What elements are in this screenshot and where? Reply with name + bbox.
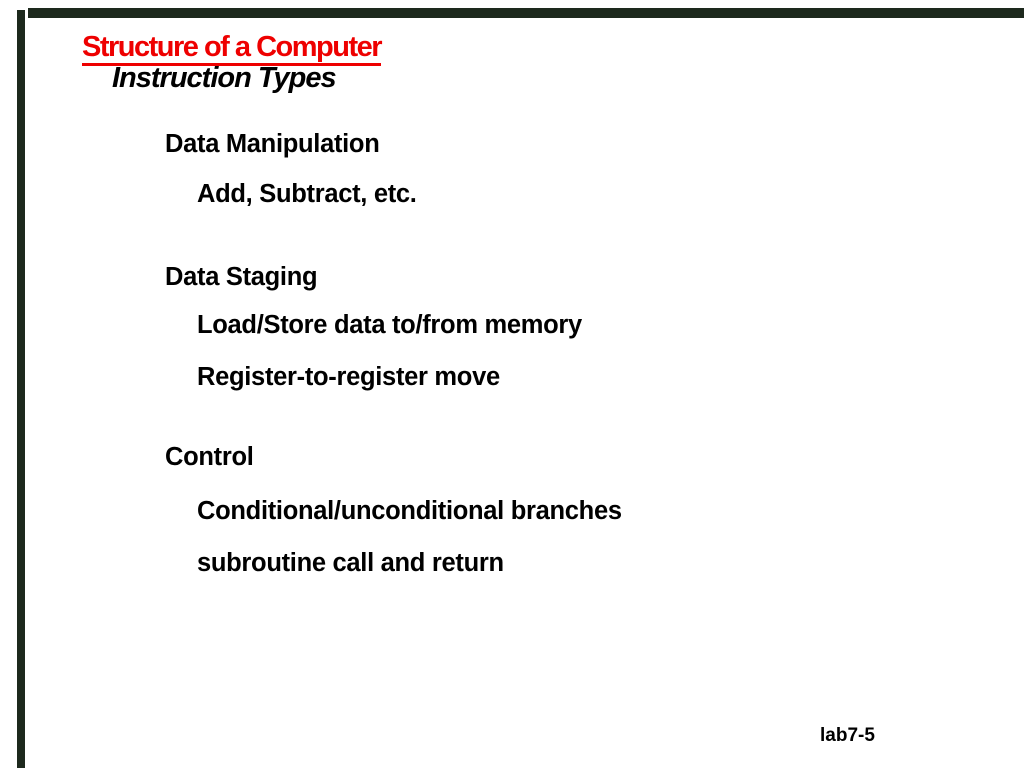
slide-title: Structure of a Computer <box>82 33 383 66</box>
bullet-branches: Conditional/unconditional branches <box>197 497 622 525</box>
top-border-bar <box>28 8 1024 18</box>
section-heading-data-manipulation: Data Manipulation <box>165 130 380 158</box>
slide-subtitle: Instruction Types <box>112 62 337 94</box>
page-number-label: lab7-5 <box>820 725 875 746</box>
bullet-add-subtract: Add, Subtract, etc. <box>197 180 417 208</box>
bullet-subroutine: subroutine call and return <box>197 549 504 577</box>
slide-title-text: Structure of a Computer <box>82 33 383 66</box>
section-heading-data-staging: Data Staging <box>165 263 318 291</box>
bullet-load-store: Load/Store data to/from memory <box>197 311 582 339</box>
section-heading-control: Control <box>165 443 254 471</box>
left-border-bar <box>17 10 25 768</box>
bullet-register-move: Register-to-register move <box>197 363 500 391</box>
